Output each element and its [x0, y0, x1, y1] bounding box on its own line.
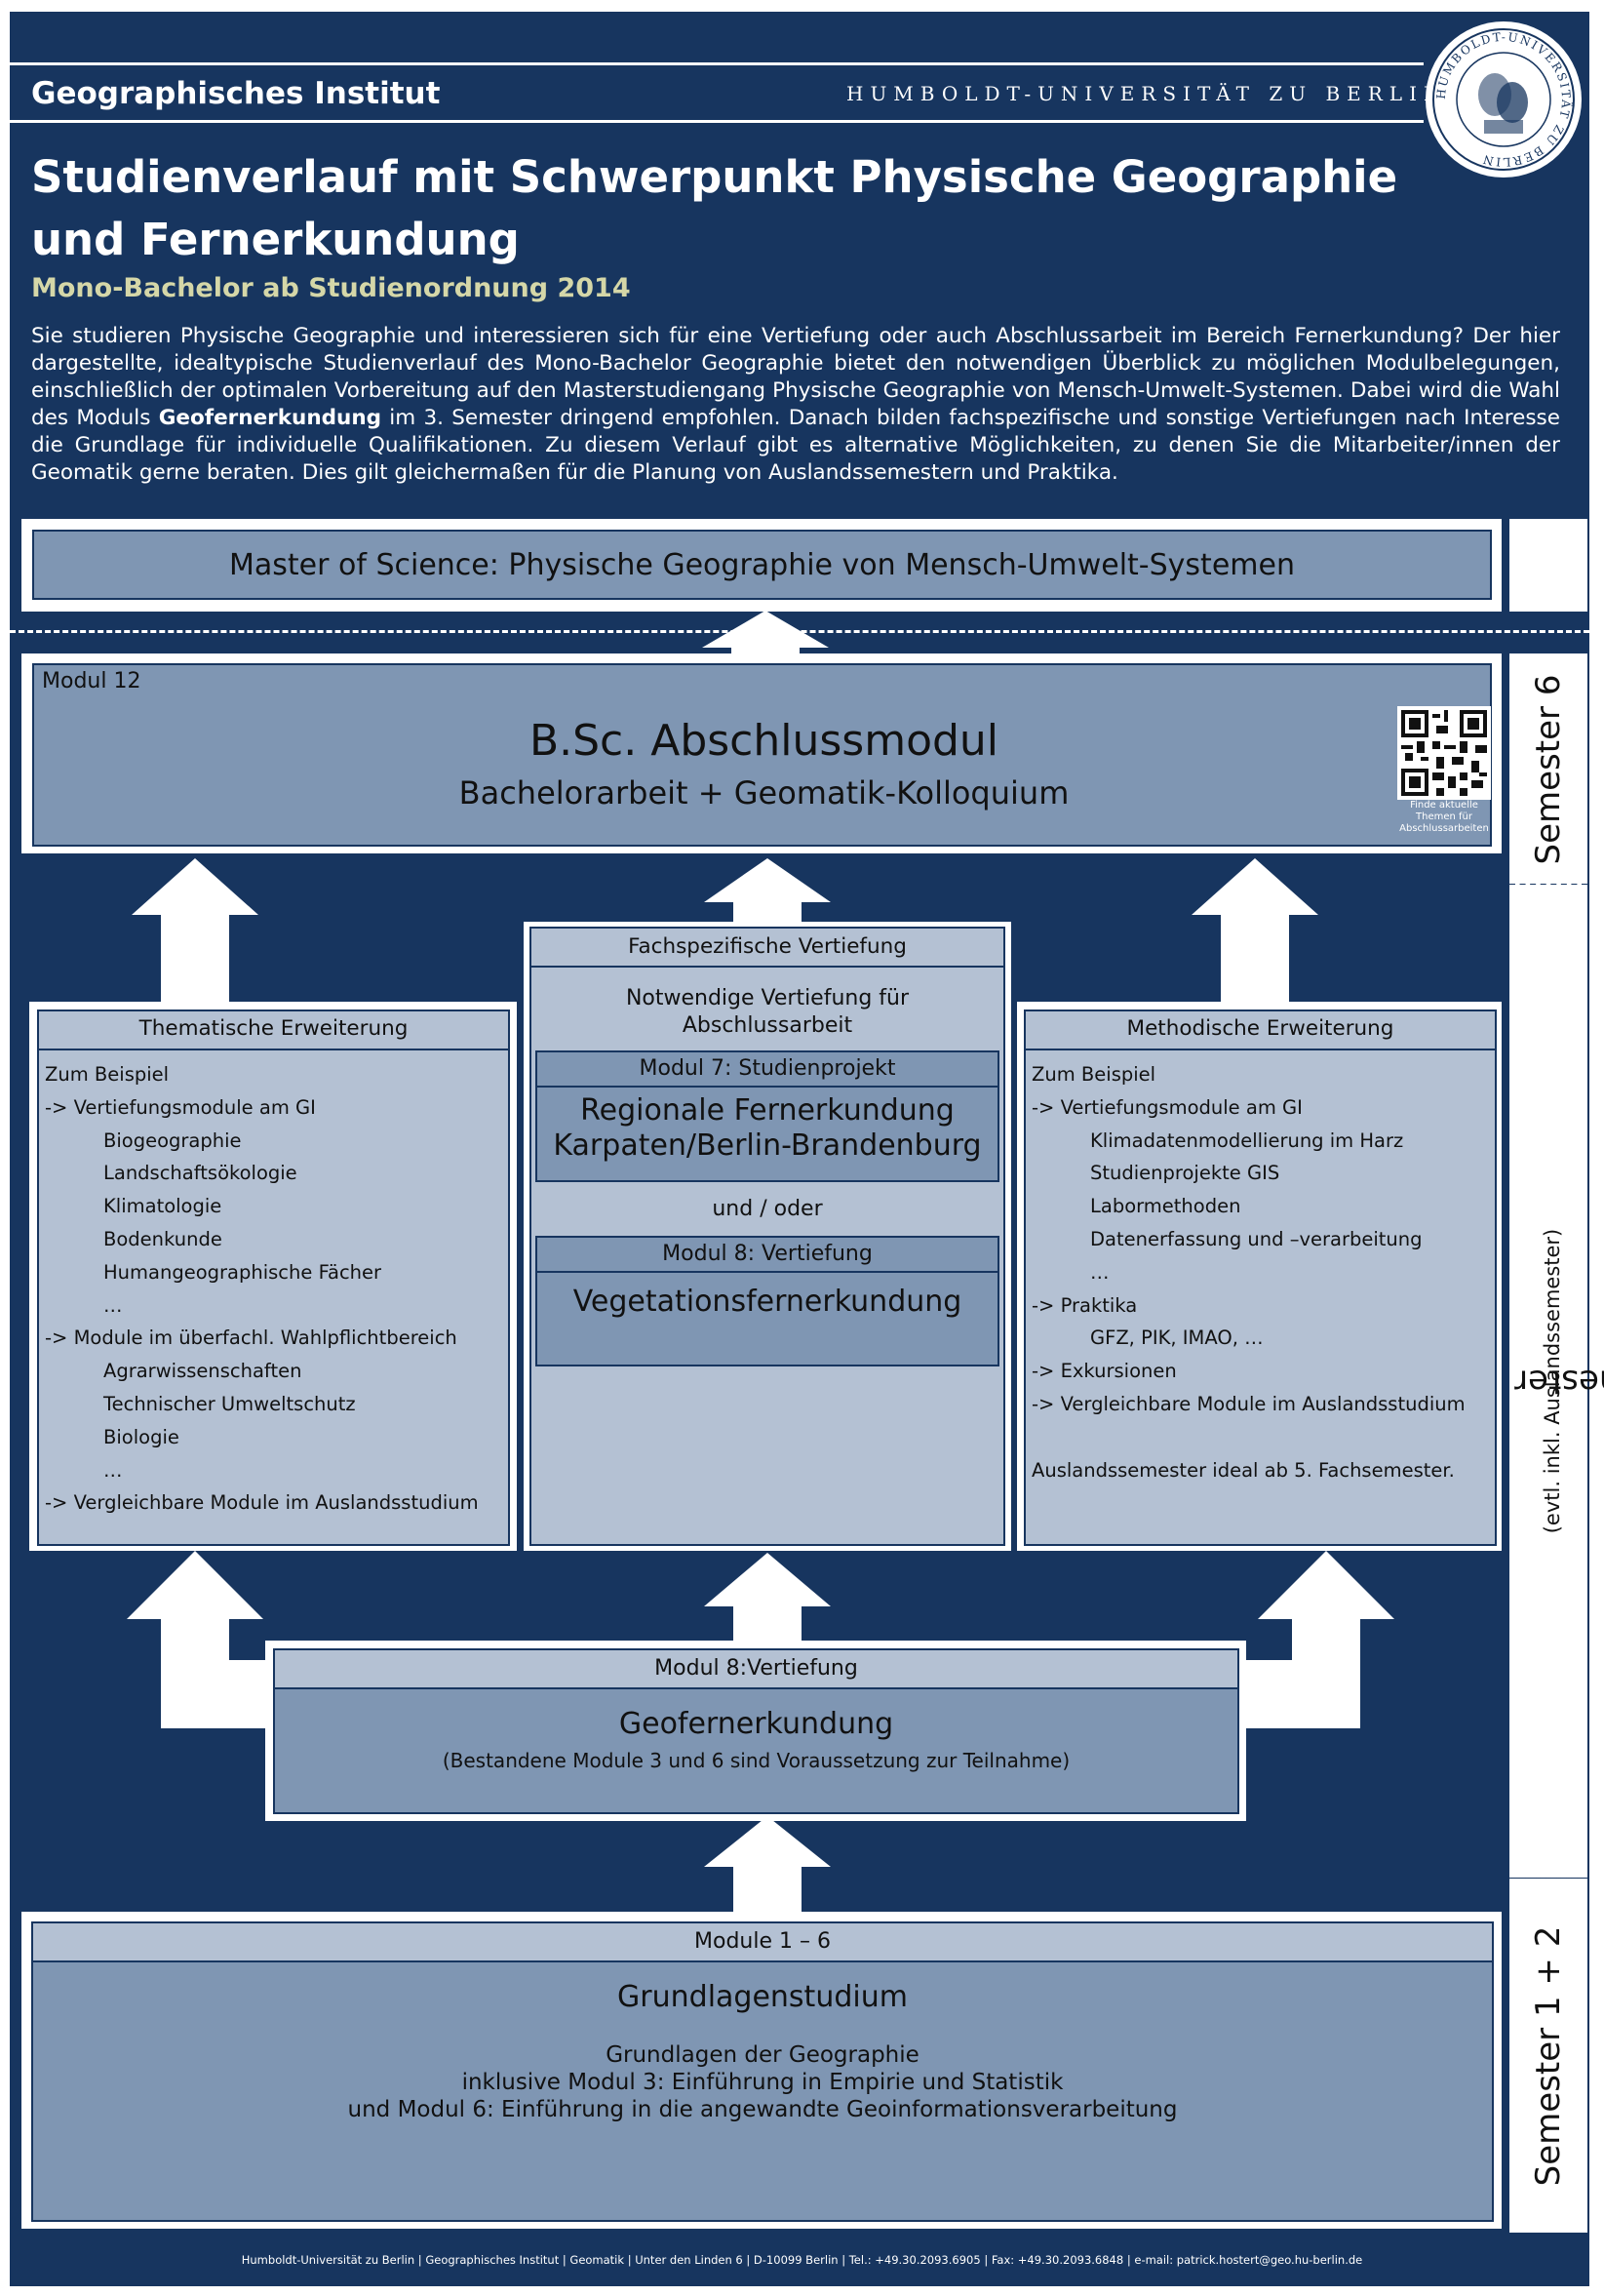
thematisch-list-item: -> Vergleichbare Module im Auslandsstudi… [45, 1491, 479, 1515]
fachspezifisch-box: Fachspezifische Vertiefung Notwendige Ve… [529, 927, 1005, 1546]
thematisch-list-item: -> Module im überfachl. Wahlpflichtberei… [45, 1326, 457, 1350]
methodisch-list-item: Klimadatenmodellierung im Harz [1090, 1128, 1404, 1152]
thematisch-list-item: Agrarwissenschaften [103, 1360, 302, 1383]
thematisch-list-item: … [103, 1458, 123, 1482]
institute-name: Geographisches Institut [31, 76, 441, 111]
grundlagen-line-1: Grundlagen der Geographie [606, 2042, 919, 2068]
grundlagen-tag: Module 1 – 6 [33, 1923, 1492, 1962]
grundlagen-box: Module 1 – 6 Grundlagenstudium Grundlage… [31, 1921, 1494, 2222]
grundlagen-title: Grundlagenstudium [617, 1980, 908, 2014]
page-title: Studienverlauf mit Schwerpunkt Physische… [31, 146, 1445, 271]
page-subtitle: Mono-Bachelor ab Studienordnung 2014 [31, 273, 631, 303]
geofern-note: (Bestandene Module 3 und 6 sind Vorausse… [442, 1749, 1071, 1772]
fachspezifisch-note: Notwendige Vertiefung für Abschlussarbei… [625, 986, 910, 1038]
grundlagen-line-2: inklusive Modul 3: Einführung in Empirie… [461, 2070, 1064, 2095]
thematisch-list: Zum Beispiel -> Vertiefungsmodule am GI Bi… [39, 1050, 508, 1527]
thematisch-list-item: Humangeographische Fächer [103, 1260, 382, 1284]
intro-text-1: Sie studieren Physische Geographie und i… [31, 324, 1560, 430]
arrow-branch-right [1233, 1551, 1394, 1728]
arrow-up-center [704, 858, 831, 925]
modul8-tag: Modul 8: Vertiefung [537, 1238, 998, 1273]
master-label: Master of Science: Physische Geographie … [229, 547, 1295, 582]
fachspezifisch-header: Fachspezifische Vertiefung [531, 929, 1003, 968]
arrow-up-mid [704, 1553, 831, 1645]
methodisch-list-item: -> Vertiefungsmodule am GI [1032, 1095, 1303, 1119]
modul12-tag: Modul 12 [42, 669, 141, 693]
semester-1-2-label: Semester 1 + 2 [1509, 1879, 1587, 2233]
thematisch-list-item: Biologie [103, 1425, 179, 1448]
modul12-title: B.Sc. Abschlussmodul [528, 716, 999, 766]
title-line-1: Studienverlauf mit Schwerpunkt Physische… [31, 151, 1398, 203]
methodisch-list: Zum Beispiel -> Vertiefungsmodule am GI Kl… [1026, 1050, 1495, 1494]
qr-caption-1: Finde aktuelle [1410, 800, 1478, 811]
semester-6-label: Semester 6 [1509, 653, 1587, 885]
methodisch-list-item: Labormethoden [1090, 1195, 1241, 1218]
methodisch-list-item: -> Exkursionen [1032, 1360, 1177, 1383]
thematisch-list-item: Bodenkunde [103, 1227, 222, 1250]
geofern-tag: Modul 8:Vertiefung [275, 1650, 1237, 1689]
thematisch-list-item: -> Vertiefungsmodule am GI [45, 1095, 316, 1119]
methodisch-list-item: Studienprojekte GIS [1090, 1162, 1280, 1185]
semester-top-blank [1509, 519, 1587, 612]
title-line-2: und Fernerkundung [31, 214, 520, 265]
thematisch-list-item: Klimatologie [103, 1195, 222, 1218]
university-seal-icon: HUMBOLDT-UNIVERSITÄT ZU BERLIN [1426, 21, 1582, 178]
university-name: HUMBOLDT-UNIVERSITÄT ZU BERLIN [846, 82, 1448, 105]
qr-caption-3: Abschlussarbeiten [1399, 823, 1489, 834]
qr-caption-2: Themen für [1416, 812, 1472, 822]
methodisch-list-item: Datenerfassung und –verarbeitung [1090, 1227, 1423, 1250]
methodisch-list-item [1032, 1421, 1489, 1454]
modul12-subtitle: Bachelorarbeit + Geomatik-Kolloquium [458, 774, 1070, 812]
thematisch-header: Thematische Erweiterung [39, 1011, 508, 1050]
header-bar [10, 62, 1424, 123]
modul7-title-2: Karpaten/Berlin-Brandenburg [553, 1128, 982, 1163]
intro-paragraph: Sie studieren Physische Geographie und i… [31, 323, 1560, 487]
grundlagen-line-3: und Modul 6: Einführung in die angewandt… [347, 2097, 1178, 2122]
geofern-box: Modul 8:Vertiefung Geofernerkundung (Bes… [273, 1648, 1239, 1814]
footer-contact: Humboldt-Universität zu Berlin | Geograp… [241, 2253, 1363, 2267]
qr-caption: Finde aktuelle Themen für Abschlussarbei… [1382, 800, 1506, 835]
arrow-up-bottom [704, 1816, 831, 1914]
intro-text-2: im 3. Semester dringend empfohlen. Danac… [31, 406, 1560, 485]
methodisch-box: Methodische Erweiterung Zum Beispiel -> V… [1024, 1009, 1497, 1546]
modul12-box: Modul 12 B.Sc. Abschlussmodul Bachelorar… [32, 663, 1492, 847]
methodisch-header: Methodische Erweiterung [1026, 1011, 1495, 1050]
methodisch-list-item: GFZ, PIK, IMAO, … [1090, 1326, 1264, 1350]
modul7-box: Modul 7: Studienprojekt Regionale Ferner… [535, 1050, 999, 1182]
und-oder-label: und / oder [712, 1197, 823, 1221]
arrow-up-right [1192, 858, 1318, 1005]
thematisch-list-item: Technischer Umweltschutz [103, 1392, 356, 1415]
thematisch-list-item: Biogeographie [103, 1128, 242, 1152]
thematisch-list-item: Zum Beispiel [45, 1063, 170, 1086]
modul7-title-1: Regionale Fernerkundung [580, 1093, 955, 1128]
arrow-branch-left [127, 1551, 283, 1728]
semester-6-text: Semester 6 [1529, 674, 1568, 864]
arrow-up-master [702, 611, 829, 657]
semester-3-5-label: Semester 3 – 5 (evtl. inkl. Auslandsseme… [1424, 885, 1604, 1878]
thematisch-list-item: Landschaftsökologie [103, 1162, 297, 1185]
methodisch-list-item: … [1090, 1260, 1110, 1284]
master-box: Master of Science: Physische Geographie … [32, 530, 1492, 600]
semester-1-2-text: Semester 1 + 2 [1529, 1925, 1568, 2186]
methodisch-list-item: Auslandssemester ideal ab 5. Fachsemeste… [1032, 1458, 1455, 1482]
arrow-up-left [132, 858, 258, 1005]
methodisch-list-item: Zum Beispiel [1032, 1063, 1156, 1086]
modul7-tag: Modul 7: Studienprojekt [537, 1052, 998, 1088]
methodisch-list-item: -> Vergleichbare Module im Auslandsstudi… [1032, 1392, 1466, 1415]
geofern-title: Geofernerkundung [618, 1707, 894, 1741]
thematisch-list-item: … [103, 1293, 123, 1317]
modul8-vegetation-box: Modul 8: Vertiefung Vegetationsfernerkun… [535, 1236, 999, 1366]
intro-bold: Geofernerkundung [158, 406, 382, 430]
modul8-title: Vegetationsfernerkundung [572, 1285, 962, 1319]
thematisch-box: Thematische Erweiterung Zum Beispiel -> V… [37, 1009, 510, 1546]
methodisch-list-item: -> Praktika [1032, 1293, 1138, 1317]
qr-code[interactable] [1397, 706, 1491, 800]
